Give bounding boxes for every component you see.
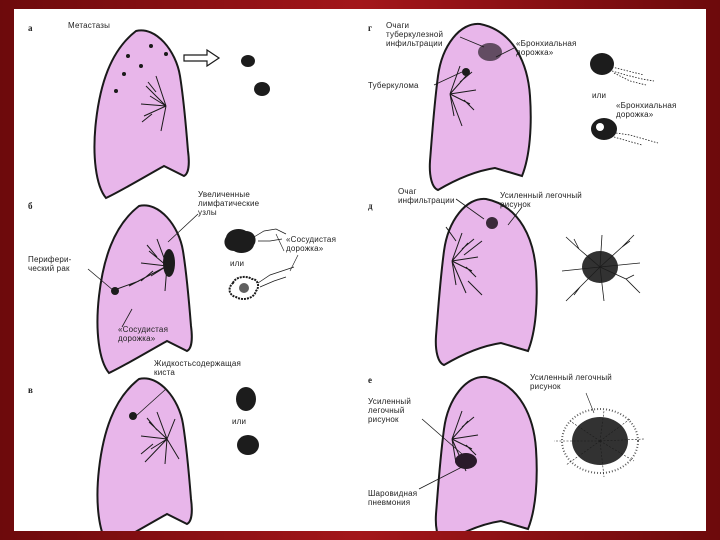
label-enhanced-pattern-f-left: Усиленный легочный рисунок	[368, 397, 411, 424]
label-bronchial-path-1: «Бронхиальная дорожка»	[516, 39, 577, 57]
infiltration-focus	[486, 217, 498, 229]
panel-letter-b: б	[28, 201, 33, 211]
round-infiltrate	[572, 417, 628, 465]
lung-a	[94, 30, 270, 198]
label-peripheral-cancer: Перифери- ческий рак	[28, 255, 72, 273]
illustration-sheet: а б в г д е Метастазы Увеличенные лимфат…	[14, 9, 706, 531]
label-metastases: Метастазы	[68, 21, 110, 30]
lung-e	[436, 199, 640, 365]
cavity	[596, 123, 604, 131]
label-tb-foci: Очаги туберкулезной инфильтрации	[386, 21, 443, 48]
panel-letter-e: д	[368, 201, 373, 211]
leader-line	[290, 255, 298, 271]
label-lymph-nodes: Увеличенные лимфатические узлы	[198, 190, 259, 217]
label-or-d: или	[592, 91, 606, 100]
lesion-round	[591, 118, 617, 140]
metastasis	[139, 64, 143, 68]
metastasis	[164, 52, 168, 56]
round-pneumonia	[455, 453, 477, 469]
panel-letter-a: а	[28, 23, 33, 33]
bronchial-path	[614, 133, 658, 145]
arrow-icon	[184, 50, 219, 66]
panel-letter-d: г	[368, 23, 372, 33]
vascular-path	[254, 229, 286, 241]
enhanced-pattern-f	[554, 409, 644, 477]
label-cyst: Жидкостьсодержащая киста	[154, 359, 241, 377]
metastasis	[114, 89, 118, 93]
tuberculoma	[462, 68, 470, 76]
lung-diagrams	[14, 9, 706, 531]
label-bronchial-path-2: «Бронхиальная дорожка»	[616, 101, 677, 119]
label-or-c: или	[232, 417, 246, 426]
panel-letter-f: е	[368, 375, 372, 385]
panel-letter-c: в	[28, 385, 33, 395]
lesion-core	[239, 283, 249, 293]
label-infiltration-focus: Очаг инфильтрации	[398, 187, 455, 205]
bronchial-path	[612, 67, 654, 85]
lesion-round	[241, 55, 255, 67]
lung-c	[97, 378, 259, 531]
lung-f	[419, 377, 644, 531]
metastasis	[122, 72, 126, 76]
label-or-b: или	[230, 259, 244, 268]
lesion-round	[237, 435, 259, 455]
label-tuberculoma: Туберкулома	[368, 81, 419, 90]
lesion-round	[590, 53, 614, 75]
vascular-path	[258, 267, 294, 287]
leader-line	[276, 234, 284, 251]
metastasis	[126, 54, 130, 58]
lesion-round	[236, 387, 256, 411]
label-vascular-path-right: «Сосудистая дорожка»	[286, 235, 336, 253]
label-enhanced-pattern-e: Усиленный легочный рисунок	[500, 191, 582, 209]
infiltrate	[582, 251, 618, 283]
lesion-round	[254, 82, 270, 96]
lymph-node	[163, 249, 175, 277]
lung-b	[88, 205, 298, 373]
metastasis	[149, 44, 153, 48]
leader-line	[586, 393, 594, 413]
label-enhanced-pattern-f-right: Усиленный легочный рисунок	[530, 373, 612, 391]
label-vascular-path-lung: «Сосудистая дорожка»	[118, 325, 168, 343]
lesion-irregular	[224, 229, 255, 253]
peripheral-tumor	[111, 287, 119, 295]
cyst	[129, 412, 137, 420]
enhanced-pattern-e	[562, 235, 640, 301]
label-round-pneumonia: Шаровидная пневмония	[368, 489, 417, 507]
